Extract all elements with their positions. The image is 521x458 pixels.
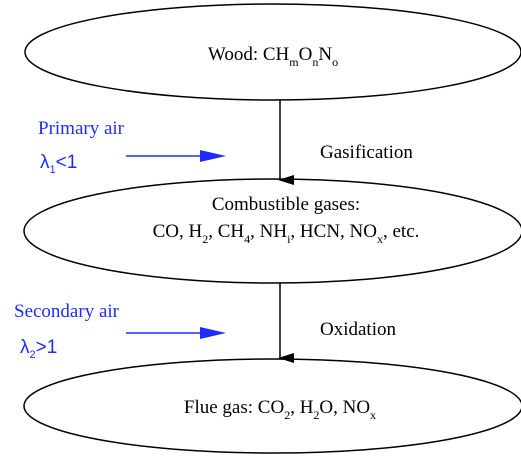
secondary-air-ratio: λ2>1 [20, 337, 57, 361]
flue-gas-label: Flue gas: CO2, H2O, NOx [184, 397, 376, 422]
oxidation-label: Oxidation [320, 319, 396, 340]
secondary-air-label: Secondary air [14, 301, 120, 322]
gasification-label: Gasification [320, 142, 413, 163]
combustible-gases-title: Combustible gases: [212, 194, 360, 215]
wood-node-label: Wood: CHmOnNo [208, 44, 338, 69]
flue-gas-node-ellipse [23, 358, 521, 454]
combustible-gases-list: CO, H2, CH4, NHi, HCN, NOx, etc. [153, 221, 420, 246]
primary-air-label: Primary air [38, 118, 125, 139]
combustible-gases-node-ellipse [23, 178, 521, 284]
wood-node-ellipse [24, 3, 521, 101]
primary-air-ratio: λ1<1 [40, 152, 77, 176]
primary-air-arrow-head [200, 150, 226, 162]
secondary-air-arrow-head [200, 327, 226, 339]
